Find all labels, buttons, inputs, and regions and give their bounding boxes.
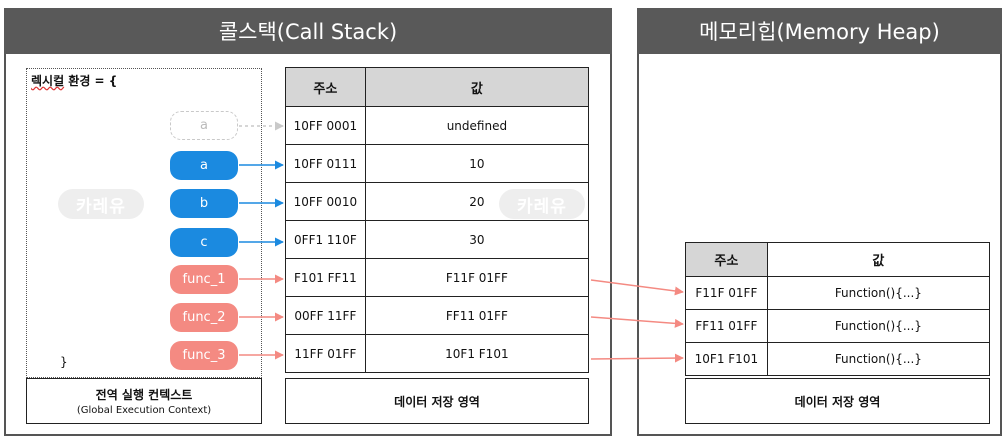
table-row: F101 FF11 F11F 01FF	[285, 258, 590, 297]
address-header: 주소	[285, 67, 366, 107]
global-execution-context-caption: 전역 실행 컨텍스트 (Global Execution Context)	[26, 378, 262, 424]
function-func-2: func_2	[170, 303, 238, 332]
value-cell: 30	[364, 220, 590, 259]
call-stack-title: 콜스택(Call Stack)	[4, 8, 612, 54]
table-row: 11FF 01FF 10F1 F101	[285, 334, 590, 373]
arrow-heap-3	[590, 353, 684, 363]
variable-b: b	[170, 189, 238, 218]
table-row: 00FF 11FF FF11 01FF	[285, 296, 590, 335]
value-header: 값	[364, 67, 590, 107]
address-cell: 11FF 01FF	[285, 334, 366, 373]
lexical-environment-word: 렉시컬	[31, 74, 65, 88]
context-subtitle: (Global Execution Context)	[76, 405, 212, 416]
lexical-environment-box	[26, 68, 262, 378]
value-cell: Function(){...}	[766, 342, 991, 376]
function-func-1: func_1	[170, 265, 238, 294]
arrow-heap-1	[590, 279, 684, 296]
memory-heap-storage-caption: 데이터 저장 영역	[685, 378, 990, 424]
table-row: 0FF1 110F 30	[285, 220, 590, 259]
call-stack-storage-caption: 데이터 저장 영역	[285, 378, 589, 424]
address-cell: 10FF 0001	[285, 106, 366, 145]
watermark: 카레유	[58, 189, 144, 219]
table-row: 10F1 F101 Function(){...}	[685, 342, 991, 376]
value-cell: 10F1 F101	[364, 334, 590, 373]
table-row: F11F 01FF Function(){...}	[685, 276, 991, 310]
arrow-heap-2	[590, 316, 684, 328]
context-title: 전역 실행 컨텍스트	[95, 388, 193, 402]
table-header-row: 주소 값	[685, 242, 991, 277]
address-header: 주소	[685, 242, 768, 277]
value-cell: Function(){...}	[766, 309, 991, 343]
lexical-environment-label: 렉시컬 환경 = {	[31, 72, 117, 89]
value-cell: F11F 01FF	[364, 258, 590, 297]
lexical-environment-rest: 환경 = {	[64, 74, 118, 88]
address-cell: F11F 01FF	[685, 276, 768, 310]
value-cell: 10	[364, 144, 590, 183]
value-cell: FF11 01FF	[364, 296, 590, 335]
function-func-3: func_3	[170, 341, 238, 370]
address-cell: 00FF 11FF	[285, 296, 366, 335]
table-row: 10FF 0111 10	[285, 144, 590, 183]
value-header: 값	[766, 242, 991, 277]
address-cell: 0FF1 110F	[285, 220, 366, 259]
storage-label: 데이터 저장 영역	[394, 394, 480, 409]
table-row: 10FF 0010 20	[285, 182, 590, 221]
call-stack-table: 주소 값 10FF 0001 undefined 10FF 0111 10 10…	[285, 67, 590, 373]
table-header-row: 주소 값	[285, 67, 590, 107]
memory-heap-title: 메모리힙(Memory Heap)	[637, 8, 1002, 54]
variable-c: c	[170, 228, 238, 257]
lexical-environment-close: }	[60, 355, 68, 369]
memory-heap-table: 주소 값 F11F 01FF Function(){...} FF11 01FF…	[685, 242, 991, 376]
variable-a-hoisted: a	[170, 111, 238, 140]
address-cell: 10F1 F101	[685, 342, 768, 376]
storage-label: 데이터 저장 영역	[794, 394, 881, 409]
variable-a: a	[170, 151, 238, 180]
